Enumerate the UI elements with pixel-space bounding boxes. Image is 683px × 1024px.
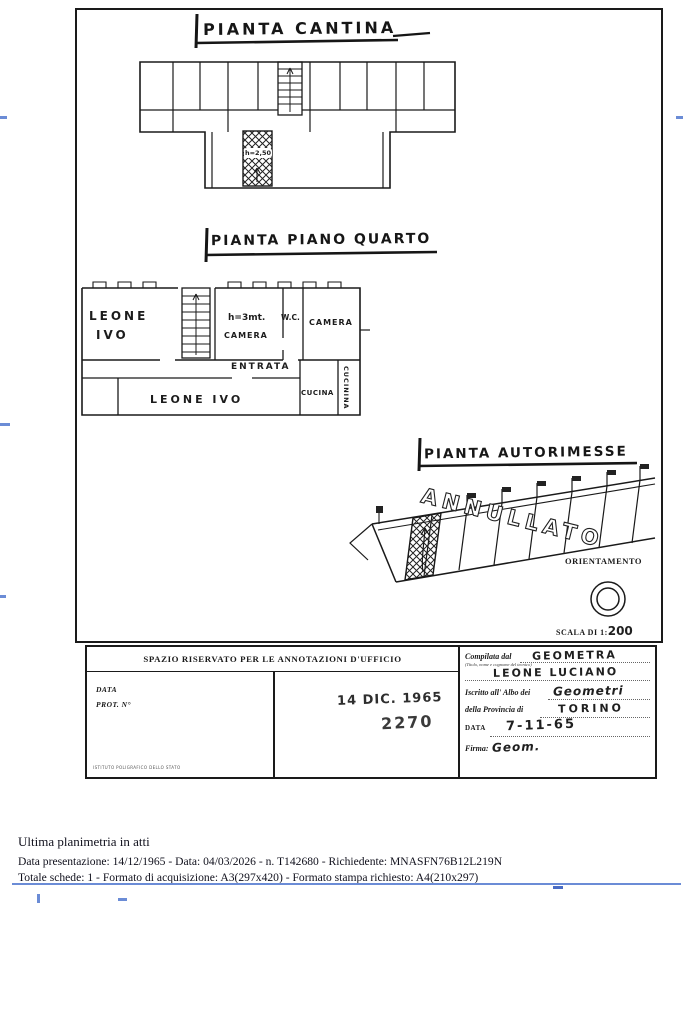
scan-mark [0, 423, 10, 426]
compiler-data-value: 7-11-65 [505, 716, 577, 735]
provincia-value: TORINO [557, 701, 625, 716]
ruled-line [465, 679, 650, 681]
ruled-line [490, 735, 650, 737]
orientamento-label: ORIENTAMENTO [565, 556, 643, 566]
scan-mark [676, 116, 683, 119]
ruled-line [540, 716, 650, 718]
provincia-label: della Provincia di [465, 705, 524, 714]
office-box-divider [273, 672, 275, 777]
leone-ivo-lower-label: LEONE IVO [150, 393, 244, 406]
cantina-height-label: h=2,50 [244, 148, 272, 158]
scan-mark [0, 116, 7, 119]
cucinina-label: CUCININA [342, 366, 350, 410]
scale-note: SCALA DI 1:200 [556, 620, 633, 639]
leone-ivo-upper-line1: LEONE [89, 309, 149, 323]
firma-value: Geom. [491, 739, 541, 755]
title-pianta-autorimesse: PIANTA AUTORIMESSE [423, 443, 628, 463]
camera-right-label: CAMERA [309, 318, 353, 327]
camera-height-label: h=3mt. [228, 313, 266, 323]
albo-label: Iscritto all' Albo dei [465, 688, 531, 697]
cucina-label: CUCINA [301, 389, 334, 397]
title-pianta-piano-quarto: PIANTA PIANO QUARTO [210, 230, 432, 250]
leone-ivo-upper-line2: IVO [96, 328, 129, 342]
compiler-box: Compilata dal GEOMETRA (Titolo, nome e c… [458, 645, 657, 779]
wc-label: W.C. [281, 313, 300, 322]
footer-line-1: Ultima planimetria in atti [18, 834, 150, 849]
office-annotations-box: SPAZIO RISERVATO PER LE ANNOTAZIONI D'UF… [85, 645, 460, 779]
entrata-label: ENTRATA [231, 362, 291, 372]
compiler-data-label: DATA [465, 724, 486, 732]
footer-line-3: Totale schede: 1 - Formato di acquisizio… [18, 871, 479, 884]
scan-mark [37, 894, 40, 903]
scan-line [12, 883, 681, 885]
plan-sheet-border [75, 8, 663, 643]
office-prot-label: PROT. N° [96, 700, 132, 709]
compiler-name-value: LEONE LUCIANO [492, 665, 619, 680]
footer-line-2: Data presentazione: 14/12/1965 - Data: 0… [18, 855, 503, 868]
protocol-number: 2270 [380, 711, 434, 734]
tecnico-note: (Titolo, nome e cognome del tecnico) [465, 662, 532, 667]
scale-value: 200 [607, 624, 633, 638]
date-stamp: 14 DIC. 1965 [336, 690, 443, 709]
office-data-label: DATA [96, 685, 118, 694]
firma-label: Firma: [465, 744, 489, 753]
scan-mark [0, 595, 6, 598]
title-pianta-cantina: PIANTA CANTINA [202, 17, 397, 40]
office-box-header: SPAZIO RISERVATO PER LE ANNOTAZIONI D'UF… [87, 647, 458, 672]
scale-prefix: SCALA DI 1: [556, 628, 608, 637]
printer-mark: ISTITUTO POLIGRAFICO DELLO STATO [93, 765, 181, 770]
albo-value: Geometri [552, 683, 624, 699]
scan-mark [118, 898, 127, 901]
camera-left-label: CAMERA [224, 331, 268, 340]
ruled-line [548, 698, 650, 700]
scan-mark [553, 886, 563, 889]
compilata-label: Compilata dal [465, 652, 512, 661]
ruled-line [520, 661, 650, 663]
